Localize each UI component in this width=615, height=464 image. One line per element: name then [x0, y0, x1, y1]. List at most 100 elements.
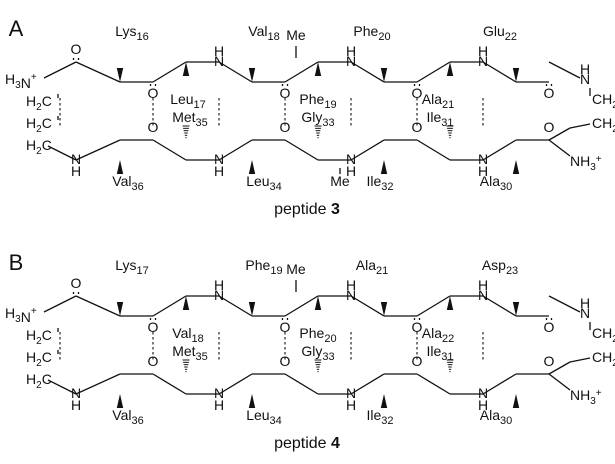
bond: [218, 61, 253, 83]
amide-hydrogen: H: [346, 43, 356, 59]
carbonyl-oxygen: O: [148, 119, 159, 135]
residue-name: Phe: [245, 257, 270, 273]
bond: [548, 373, 571, 391]
amide-hydrogen: H: [346, 397, 356, 413]
carbonyl-oxygen: O: [148, 319, 159, 335]
wedge-bond: [248, 394, 256, 408]
turn-ch2-label: H2C: [26, 371, 52, 391]
caption-number: 4: [331, 435, 340, 452]
residue-number: 17: [194, 99, 206, 111]
bottom-residue-label: Val36: [112, 173, 143, 193]
residue-name: Ala: [480, 407, 500, 423]
residue-name: Ile: [426, 109, 441, 125]
n-terminus-top: H3N+: [5, 71, 37, 91]
amide-hydrogen: H: [214, 163, 224, 179]
residue-number: 20: [378, 31, 390, 43]
residue-number: 35: [196, 351, 208, 363]
wedge-bond: [512, 302, 520, 316]
top-n-methyl-label: Me: [286, 261, 306, 277]
bond: [152, 61, 187, 83]
amide-hydrogen: H: [346, 163, 356, 179]
residue-name: Met: [172, 343, 195, 359]
carbonyl-oxygen: O: [412, 85, 423, 101]
residue-number: 36: [131, 181, 143, 193]
amide-hydrogen: H: [71, 397, 81, 413]
residue-number: 19: [270, 265, 282, 277]
carbonyl-oxygen: O: [148, 353, 159, 369]
bond: [548, 61, 581, 79]
caption-text: peptide: [274, 435, 331, 452]
top-n-methyl-label: Me: [286, 27, 306, 43]
amide-nitrogen: N: [478, 151, 488, 167]
residue-number: 22: [442, 333, 454, 345]
bond: [482, 139, 517, 161]
residue-name: Leu: [246, 407, 269, 423]
residue-name: Val: [112, 173, 131, 189]
carbonyl-oxygen: O: [148, 85, 159, 101]
wedge-bond: [116, 160, 124, 174]
bond: [548, 361, 571, 375]
bottom-residue-label: Met35: [172, 109, 208, 129]
bond: [43, 295, 77, 313]
residue-number: 23: [506, 265, 518, 277]
amide-nitrogen: N: [580, 305, 590, 321]
amide-hydrogen: H: [214, 397, 224, 413]
wedge-bond: [116, 302, 124, 316]
bond: [548, 139, 571, 157]
bond: [569, 357, 591, 363]
bond: [75, 373, 121, 395]
residue-number: 32: [381, 181, 393, 193]
bond: [284, 139, 319, 161]
wedge-bond: [248, 68, 256, 82]
bond: [218, 373, 253, 395]
caption-number: 3: [331, 201, 340, 218]
residue-name: Gly: [301, 343, 322, 359]
carbonyl-oxygen: O: [280, 319, 291, 335]
bond: [47, 145, 77, 161]
bond: [47, 379, 77, 395]
bottom-residue-label: Ile31: [426, 343, 453, 363]
bond: [75, 61, 121, 83]
residue-name: Ile: [366, 407, 381, 423]
wedge-bond: [446, 296, 454, 310]
amide-nitrogen: N: [214, 151, 224, 167]
residue-name: Gly: [301, 109, 322, 125]
residue-name: Phe: [299, 325, 324, 341]
bond: [350, 61, 385, 83]
turn-ch2-label: H2C: [26, 137, 52, 157]
top-residue-label: Phe19: [245, 257, 282, 277]
amide-nitrogen: N: [346, 151, 356, 167]
amide-hydrogen: H: [346, 277, 356, 293]
residue-number: 33: [322, 117, 334, 129]
residue-number: 30: [500, 181, 512, 193]
wedge-bond: [182, 62, 190, 76]
carbonyl-oxygen: O: [71, 275, 82, 291]
residue-number: 31: [441, 351, 453, 363]
amide-nitrogen: N: [346, 287, 356, 303]
bond: [152, 373, 187, 395]
bond: [350, 373, 385, 395]
residue-name: Phe: [299, 91, 324, 107]
residue-name: Leu: [170, 91, 193, 107]
amide-hydrogen: H: [580, 61, 590, 77]
residue-name: Glu: [483, 23, 505, 39]
residue-name: Leu: [246, 173, 269, 189]
turn-ch2-label: H2C: [26, 349, 52, 369]
residue-number: 18: [267, 31, 279, 43]
residue-name: Ala: [480, 173, 500, 189]
bottom-residue-label: Ala30: [480, 173, 512, 193]
residue-name: Asp: [482, 257, 506, 273]
turn-ch2-label: CH2: [592, 115, 615, 135]
amide-hydrogen: H: [71, 163, 81, 179]
residue-name: Phe: [353, 23, 378, 39]
caption-text: peptide: [274, 201, 331, 218]
residue-name: Ala: [422, 91, 442, 107]
amide-hydrogen: H: [214, 277, 224, 293]
turn-ch2-label: H2C: [26, 93, 52, 113]
residue-number: 21: [376, 265, 388, 277]
residue-number: 19: [324, 99, 336, 111]
panel-letter: A: [9, 16, 24, 41]
wedge-bond: [380, 160, 388, 174]
carbonyl-oxygen: O: [412, 353, 423, 369]
